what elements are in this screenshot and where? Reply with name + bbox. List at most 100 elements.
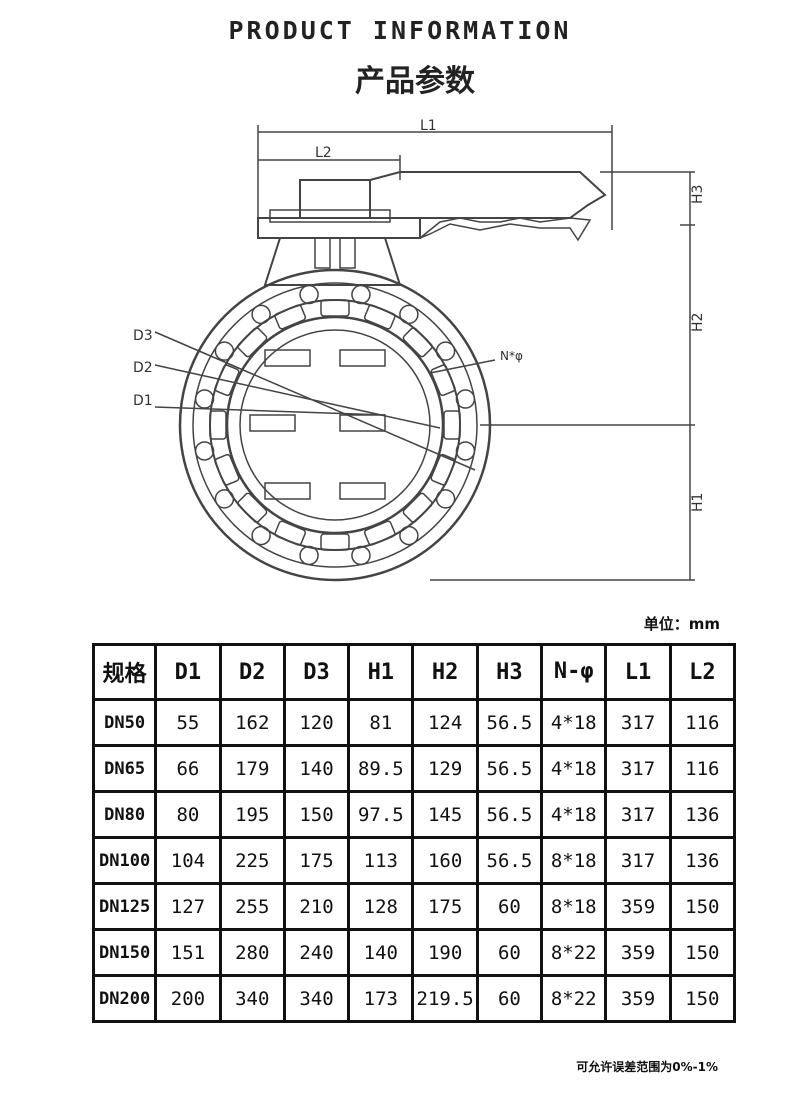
column-header: N-φ [540, 643, 608, 701]
table-cell: 56.5 [475, 790, 544, 839]
bolt-hole [251, 304, 271, 325]
flange-lug [214, 364, 240, 397]
table-cell: 4*18 [540, 698, 608, 747]
table-cell: 179 [218, 744, 286, 793]
table-cell: 116 [668, 744, 737, 793]
dim-label-h1: H1 [690, 493, 706, 512]
table-cell: 219.5 [411, 974, 479, 1023]
flange-lug [430, 364, 456, 397]
flange-lug [430, 453, 456, 486]
column-header: H2 [411, 643, 479, 701]
table-cell: 89.5 [347, 744, 415, 793]
dim-label-d3: D3 [133, 328, 153, 344]
column-header: L1 [604, 643, 672, 701]
table-cell: 124 [411, 698, 479, 747]
table-cell: 145 [411, 790, 479, 839]
table-cell: 340 [282, 974, 351, 1023]
bolt-hole [194, 441, 215, 461]
flange-lug [274, 520, 307, 546]
valve-technical-drawing: L1 L2 H3 H2 H1 D3 D2 D1 N*φ [133, 118, 706, 582]
table-cell: 317 [604, 836, 672, 885]
dim-label-h2: H2 [690, 313, 706, 332]
flange-lug [274, 304, 307, 330]
flange-lug [237, 327, 268, 358]
table-cell: 190 [411, 928, 479, 977]
dim-label-h3: H3 [690, 185, 706, 204]
flange-lug [363, 520, 396, 546]
table-cell: 120 [282, 698, 351, 747]
table-cell: 140 [347, 928, 415, 977]
column-header: D2 [218, 643, 286, 701]
table-cell: 113 [347, 836, 415, 885]
table-cell: 160 [411, 836, 479, 885]
table-cell: 4*18 [540, 790, 608, 839]
bolt-hole [251, 525, 271, 546]
table-cell: 210 [282, 882, 351, 931]
table-cell: 129 [411, 744, 479, 793]
flange-lug [443, 410, 461, 440]
table-cell: 8*22 [540, 928, 608, 977]
table-cell: 116 [668, 698, 737, 747]
bolt-hole [435, 341, 456, 361]
column-header: 规格 [91, 643, 158, 701]
flange-lug [214, 453, 240, 486]
table-cell: 195 [218, 790, 286, 839]
table-cell: 66 [154, 744, 222, 793]
bolt-hole [351, 545, 371, 566]
table-cell: 8*18 [540, 882, 608, 931]
column-header: D1 [154, 643, 222, 701]
table-cell: 55 [154, 698, 222, 747]
dim-label-d1: D1 [133, 393, 153, 409]
dim-label-d2: D2 [133, 360, 153, 376]
spec-name-cell: DN80 [91, 790, 158, 839]
spec-name-cell: DN125 [91, 882, 158, 931]
table-cell: 150 [282, 790, 351, 839]
column-header: L2 [668, 643, 737, 701]
table-cell: 56.5 [475, 836, 544, 885]
spec-name-cell: DN50 [91, 698, 158, 747]
table-cell: 151 [154, 928, 222, 977]
column-header: D3 [282, 643, 351, 701]
table-cell: 173 [347, 974, 415, 1023]
title-chinese: 产品参数 [355, 64, 475, 99]
table-cell: 200 [154, 974, 222, 1023]
table-cell: 56.5 [475, 698, 544, 747]
column-header: H1 [347, 643, 415, 701]
table-cell: 175 [282, 836, 351, 885]
bolt-hole [455, 389, 476, 409]
table-cell: 317 [604, 698, 672, 747]
table-cell: 80 [154, 790, 222, 839]
bolt-hole [399, 525, 419, 546]
table-cell: 60 [475, 882, 544, 931]
table-cell: 60 [475, 928, 544, 977]
flange-lug [209, 410, 227, 440]
flange-lug [237, 492, 268, 523]
table-cell: 8*22 [540, 974, 608, 1023]
table-cell: 340 [218, 974, 286, 1023]
table-cell: 136 [668, 790, 737, 839]
table-cell: 359 [604, 974, 672, 1023]
table-cell: 162 [218, 698, 286, 747]
bolt-hole [214, 489, 235, 509]
spec-name-cell: DN65 [91, 744, 158, 793]
table-cell: 104 [154, 836, 222, 885]
bolt-ring [194, 284, 476, 566]
table-cell: 240 [282, 928, 351, 977]
table-cell: 150 [668, 882, 737, 931]
table-cell: 175 [411, 882, 479, 931]
flange-lug [320, 299, 350, 317]
table-cell: 97.5 [347, 790, 415, 839]
table-cell: 4*18 [540, 744, 608, 793]
bolt-hole [399, 304, 419, 325]
bolt-hole [351, 284, 371, 305]
spec-name-cell: DN100 [91, 836, 158, 885]
bolt-hole [299, 284, 319, 305]
flange-lug [320, 533, 350, 551]
table-cell: 8*18 [540, 836, 608, 885]
